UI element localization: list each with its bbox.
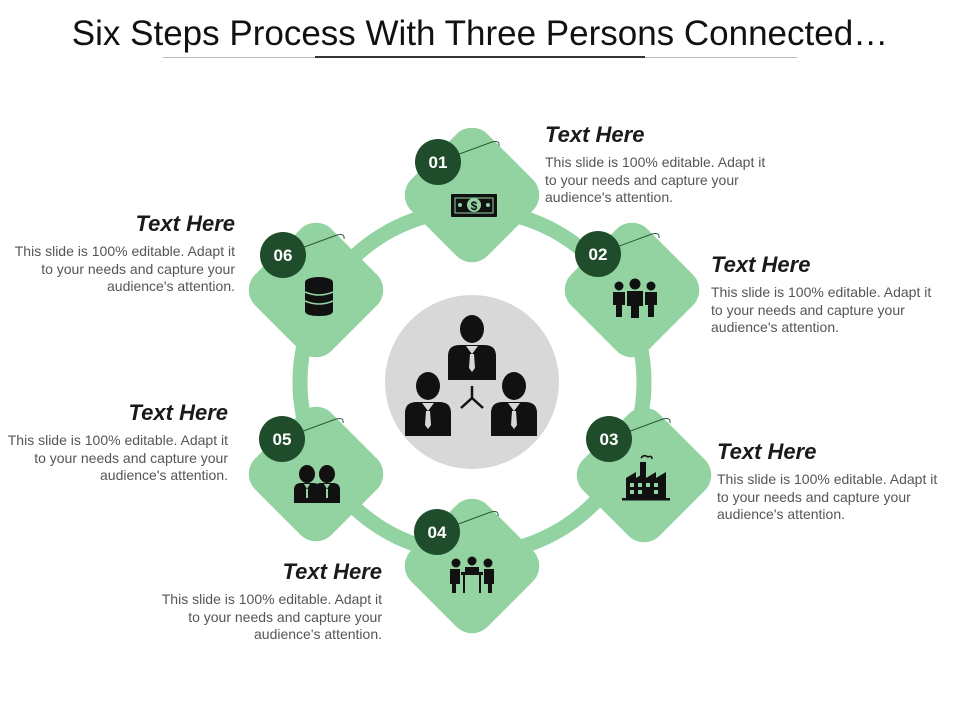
step-04-petal	[404, 498, 540, 634]
step-05-text: Text Here This slide is 100% editable. A…	[2, 400, 228, 485]
factory-icon	[622, 454, 670, 501]
step-02-description: This slide is 100% editable. Adapt it to…	[711, 284, 932, 335]
svg-text:04: 04	[428, 523, 447, 542]
step-06-badge: 06	[260, 232, 306, 278]
step-02-heading: Text Here	[711, 252, 811, 277]
step-01-heading: Text Here	[545, 122, 645, 147]
step-04-heading: Text Here	[282, 559, 382, 584]
step-05-badge: 05	[259, 416, 305, 462]
meeting-table-icon	[450, 556, 494, 593]
svg-text:01: 01	[429, 153, 448, 172]
step-03-heading: Text Here	[717, 439, 817, 464]
step-04-text: Text Here This slide is 100% editable. A…	[150, 559, 382, 644]
money-bill-icon: $	[451, 194, 497, 217]
svg-text:03: 03	[600, 430, 619, 449]
three-persons-connected-icon	[405, 315, 537, 436]
step-02-text: Text Here This slide is 100% editable. A…	[711, 252, 941, 337]
title-divider-accent	[315, 56, 645, 58]
step-03-text: Text Here This slide is 100% editable. A…	[717, 439, 947, 524]
svg-text:05: 05	[273, 430, 292, 449]
step-02-badge: 02	[575, 231, 621, 277]
step-02-petal	[564, 222, 700, 358]
step-04-badge: 04	[414, 509, 460, 555]
svg-text:02: 02	[589, 245, 608, 264]
step-06-heading: Text Here	[135, 211, 235, 236]
svg-text:06: 06	[274, 246, 293, 265]
step-03-badge: 03	[586, 416, 632, 462]
team-icon	[613, 278, 657, 318]
step-05-description: This slide is 100% editable. Adapt it to…	[7, 432, 228, 483]
step-01-description: This slide is 100% editable. Adapt it to…	[545, 154, 766, 205]
step-05-heading: Text Here	[128, 400, 228, 425]
database-icon	[304, 277, 334, 316]
step-04-description: This slide is 100% editable. Adapt it to…	[161, 591, 382, 642]
step-03-description: This slide is 100% editable. Adapt it to…	[717, 471, 938, 522]
step-06-text: Text Here This slide is 100% editable. A…	[2, 211, 235, 296]
page-title: Six Steps Process With Three Persons Con…	[71, 14, 889, 53]
business-partners-icon	[294, 465, 340, 503]
step-01-text: Text Here This slide is 100% editable. A…	[545, 122, 775, 207]
step-06-description: This slide is 100% editable. Adapt it to…	[14, 243, 235, 294]
step-01-badge: 01	[415, 139, 461, 185]
svg-text:$: $	[471, 199, 478, 213]
